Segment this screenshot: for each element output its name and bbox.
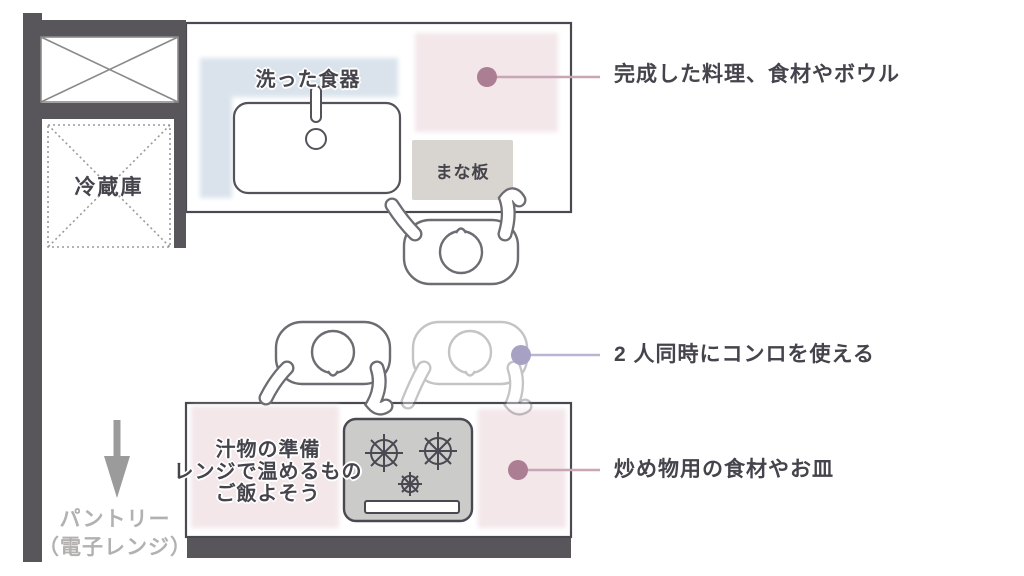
washed-dishes-label: 洗った食器 — [255, 69, 361, 91]
person-at-stove — [258, 320, 394, 416]
faucet — [310, 85, 322, 123]
fridge-label: 冷蔵庫 — [74, 176, 144, 199]
wall-top — [41, 20, 186, 37]
fridge-box — [47, 124, 171, 248]
stove-note-line3: ご飯よそう — [215, 483, 321, 505]
pantry-label-line2: （電子レンジ） — [38, 536, 192, 559]
shelf-x-box — [40, 36, 179, 103]
wall-left — [23, 13, 42, 562]
leader-stirfry — [508, 460, 600, 480]
stove-note-line1: 汁物の準備 — [215, 439, 321, 461]
soup-prep-zone — [191, 406, 339, 528]
annotation-stirfry: 炒め物用の食材やお皿 — [614, 458, 834, 481]
stove — [342, 417, 474, 523]
grill-slot — [364, 500, 460, 514]
person-at-sink — [384, 187, 527, 286]
leader-finished-dishes — [477, 67, 600, 87]
pantry-label: パントリー （電子レンジ） — [10, 506, 220, 562]
cutting-board — [412, 140, 513, 200]
pantry-arrow-icon — [104, 420, 130, 498]
person-at-stove-ghost — [400, 320, 533, 416]
annotation-two-cooks: 2 人同時にコンロを使える — [614, 343, 875, 366]
leader-two-cooks — [511, 345, 600, 365]
faucet-head — [305, 128, 327, 150]
stove-note-line2: レンジで温めるもの — [173, 461, 363, 483]
burner-left — [365, 434, 403, 472]
burner-right — [419, 432, 457, 470]
cutting-board-label: まな板 — [435, 162, 490, 182]
wall-below-stove-counter — [187, 538, 571, 558]
wall-mid — [41, 103, 178, 119]
dish-drying-zone — [200, 58, 398, 198]
pantry-label-line1: パントリー — [59, 508, 171, 531]
annotation-finished-dishes: 完成した料理、食材やボウル — [614, 63, 900, 86]
stove-notes: 汁物の準備 レンジで温めるもの ご飯よそう — [156, 439, 380, 505]
burner-small — [398, 472, 422, 496]
